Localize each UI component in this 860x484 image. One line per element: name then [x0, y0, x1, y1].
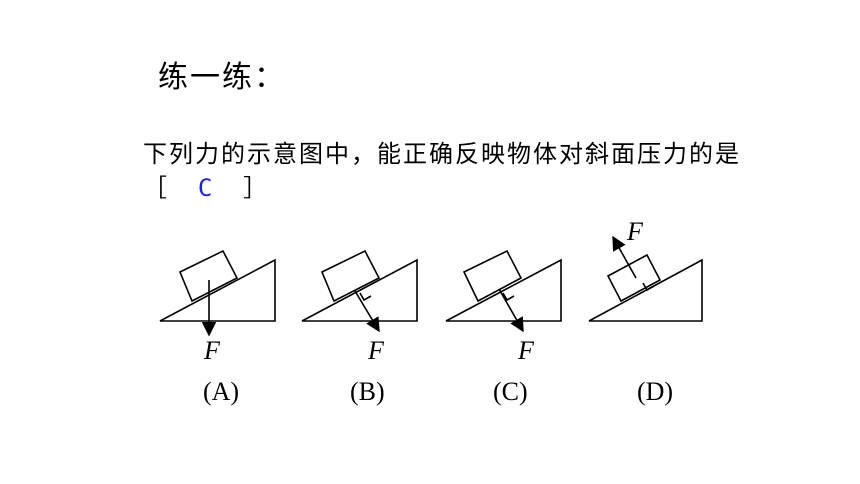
force-arrow-b [354, 290, 380, 333]
block-d [606, 253, 662, 303]
figure-a [159, 249, 276, 337]
option-label-a: (A) [203, 377, 239, 406]
block-b [320, 249, 381, 303]
question-stem: 下列力的示意图中，能正确反映物体对斜面压力的是 [143, 140, 741, 168]
block-a [178, 249, 239, 303]
option-label-c: (C) [493, 377, 528, 406]
option-label-d: (D) [637, 377, 673, 406]
question-text: 下列力的示意图中，能正确反映物体对斜面压力的是 ［ C ］ [143, 137, 743, 205]
right-angle-mark-c [502, 292, 515, 302]
incline-c [445, 258, 562, 322]
incline-d [588, 258, 703, 322]
force-arrow-d [612, 235, 637, 279]
force-label-a: F [203, 336, 221, 365]
figure-c [445, 249, 562, 333]
right-angle-mark-d [642, 282, 655, 292]
exercise-title: 练一练： [158, 60, 286, 95]
force-label-c: F [517, 336, 535, 365]
bracket-close: ］ [243, 174, 270, 202]
force-label-b: F [367, 336, 385, 365]
force-label-d: F [626, 217, 644, 246]
block-c [462, 249, 523, 303]
figure-b [301, 249, 418, 333]
figure-d [588, 235, 703, 322]
right-angle-mark-b [359, 292, 372, 302]
bracket-open: ［ [143, 174, 169, 202]
force-arrow-c [498, 288, 524, 333]
option-label-b: (B) [350, 377, 385, 406]
incline-a [159, 258, 276, 322]
incline-b [301, 258, 418, 322]
answer-value: C [197, 174, 215, 202]
